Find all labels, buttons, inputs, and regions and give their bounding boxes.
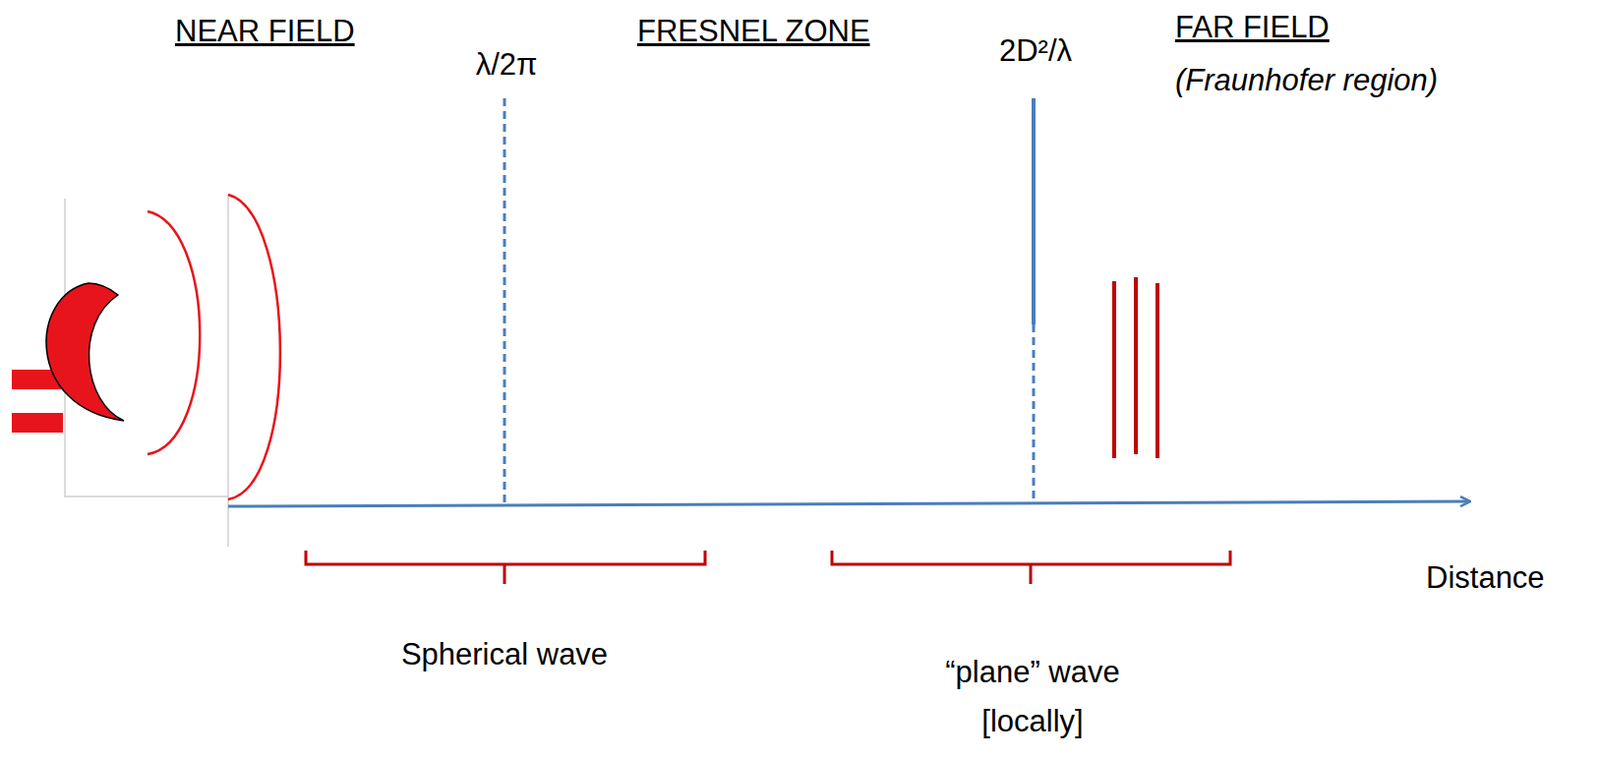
boundary-line	[1032, 324, 1036, 502]
axis-label: Distance	[1425, 560, 1545, 596]
wave-label: [locally]	[981, 704, 1083, 740]
region-title: NEAR FIELD	[175, 13, 356, 50]
boundary-line	[1031, 98, 1036, 325]
spherical-wavefront	[147, 211, 200, 455]
region-title: FAR FIELD	[1175, 9, 1330, 46]
plane-wavefronts	[1114, 277, 1158, 459]
distance-axis	[228, 501, 1470, 507]
region-bracket	[305, 550, 706, 585]
region-bracket	[831, 550, 1231, 585]
antenna-dish	[46, 283, 124, 421]
boundary-formula: λ/2π	[475, 47, 538, 83]
spherical-wavefront	[228, 194, 281, 500]
region-subtitle: (Fraunhofer region)	[1175, 62, 1438, 99]
wave-label: “plane” wave	[945, 654, 1120, 691]
boundary-formula: 2D²/λ	[999, 33, 1072, 69]
feed-bar	[11, 413, 63, 433]
wave-label: Spherical wave	[401, 637, 608, 673]
region-title: FRESNEL ZONE	[637, 13, 871, 50]
boundary-line	[503, 98, 507, 506]
